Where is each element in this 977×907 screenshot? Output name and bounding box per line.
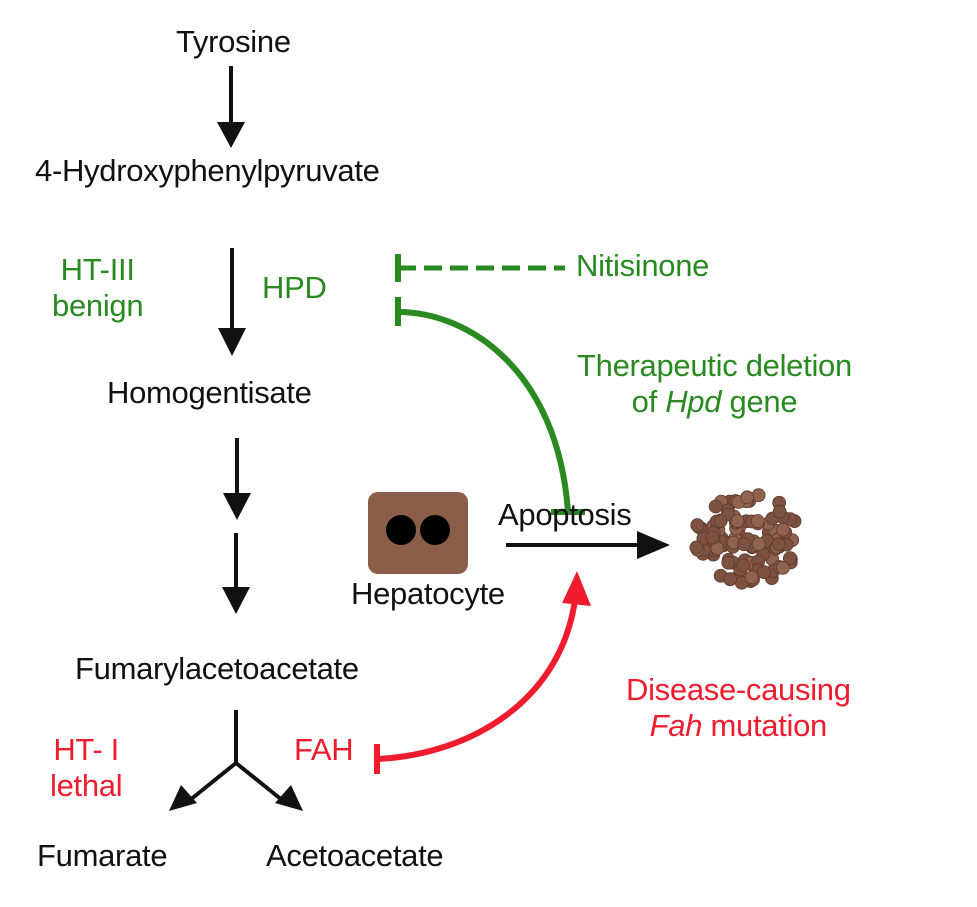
apoptotic-body [705, 530, 720, 545]
disease-post: mutation [702, 707, 828, 743]
metabolite-fumarylacetoacetate: Fumarylacetoacetate [75, 651, 359, 686]
disease-line1: Disease-causing [626, 672, 851, 707]
apoptotic-body [751, 537, 766, 551]
apoptotic-body [776, 561, 790, 575]
label-disease-mutation: Disease-causing Fah mutation [626, 672, 851, 743]
therapeutic-line2: of Hpd gene [577, 384, 852, 420]
apoptotic-body [771, 537, 786, 552]
apoptotic-body [783, 551, 798, 565]
therapeutic-pre: of [631, 383, 666, 419]
apoptotic-body [751, 488, 766, 503]
metabolite-acetoacetate: Acetoacetate [266, 838, 444, 873]
metabolite-homogentisate: Homogentisate [107, 375, 312, 410]
apoptotic-body [737, 537, 751, 552]
apoptotic-body [713, 514, 728, 528]
gene-fah: Fah [649, 707, 703, 743]
gene-hpd: Hpd [665, 383, 722, 419]
arrow-fah-mutation [374, 571, 591, 774]
condition-ht3-name: HT-III [60, 252, 135, 287]
arrow-hpp-to-homogentisate [218, 248, 246, 356]
apoptotic-body [689, 540, 704, 555]
condition-ht1: HT- I lethal [50, 732, 123, 803]
condition-ht3-severity: benign [52, 287, 144, 323]
label-nitisinone: Nitisinone [576, 248, 710, 283]
apoptotic-body [736, 558, 751, 573]
condition-ht1-name: HT- I [53, 732, 119, 767]
arrow-apoptosis [506, 531, 670, 559]
arrow-tyrosine-to-hpp [217, 66, 245, 148]
metabolite-hpp: 4-Hydroxyphenylpyruvate [35, 153, 380, 188]
apoptotic-body [723, 572, 737, 587]
inhibition-hpd-deletion [395, 297, 585, 515]
apoptotic-body [740, 490, 755, 505]
condition-ht3: HT-III benign [52, 252, 144, 323]
therapeutic-line1: Therapeutic deletion [577, 348, 852, 383]
arrowhead-acetoacetate [275, 785, 303, 811]
apoptotic-body [730, 514, 745, 528]
label-therapeutic-deletion: Therapeutic deletion of Hpd gene [577, 348, 852, 419]
label-apoptosis: Apoptosis [498, 497, 632, 532]
apoptotic-body [757, 565, 771, 579]
apoptotic-bodies-icon [689, 488, 802, 590]
arrow-faa-split [169, 710, 303, 811]
therapeutic-post: gene [721, 383, 798, 419]
apoptotic-body [772, 504, 787, 519]
apoptotic-body [708, 499, 723, 514]
enzyme-fah: FAH [294, 732, 354, 767]
label-hepatocyte: Hepatocyte [351, 576, 505, 611]
inhibition-nitisinone [395, 254, 565, 282]
arrow-homogentisate-step2 [222, 533, 250, 614]
apoptotic-body [721, 555, 736, 570]
metabolite-fumarate: Fumarate [37, 838, 168, 873]
apoptotic-body [744, 570, 759, 585]
condition-ht1-severity: lethal [50, 767, 123, 803]
arrowhead-fumarate [169, 785, 197, 811]
metabolite-tyrosine: Tyrosine [176, 24, 291, 59]
disease-line2: Fah mutation [626, 708, 851, 744]
apoptotic-body [690, 518, 705, 533]
apoptotic-body [776, 522, 790, 537]
hepatocyte-cell-icon [368, 492, 468, 574]
enzyme-hpd: HPD [262, 270, 327, 305]
apoptotic-body [750, 514, 765, 528]
arrow-homogentisate-step1 [223, 438, 251, 520]
